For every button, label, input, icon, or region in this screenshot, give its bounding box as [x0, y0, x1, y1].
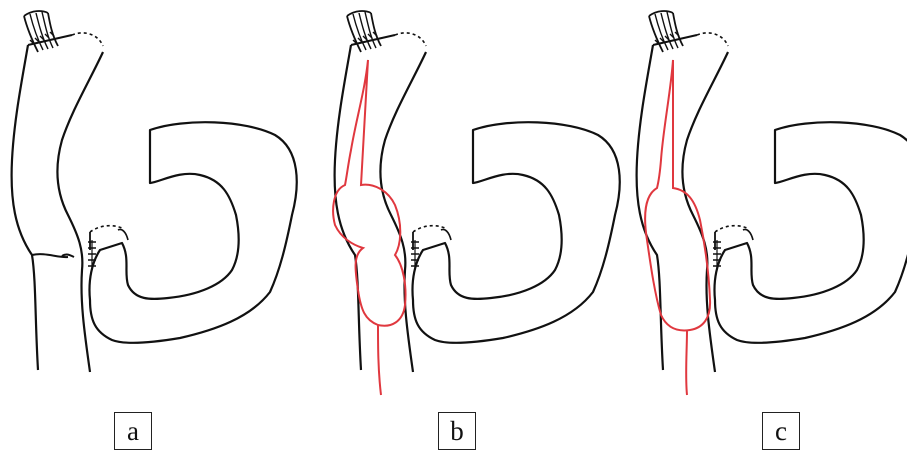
panel-label-a: a: [114, 412, 152, 450]
red-marker-c: [645, 60, 710, 330]
panel-label-c: c: [762, 412, 800, 450]
panel-b-drawing: [333, 11, 620, 395]
panel-a-drawing: [12, 11, 297, 372]
panel-c-drawing: [637, 11, 907, 395]
panel-label-b: b: [438, 412, 476, 450]
red-marker-b: [333, 60, 405, 326]
